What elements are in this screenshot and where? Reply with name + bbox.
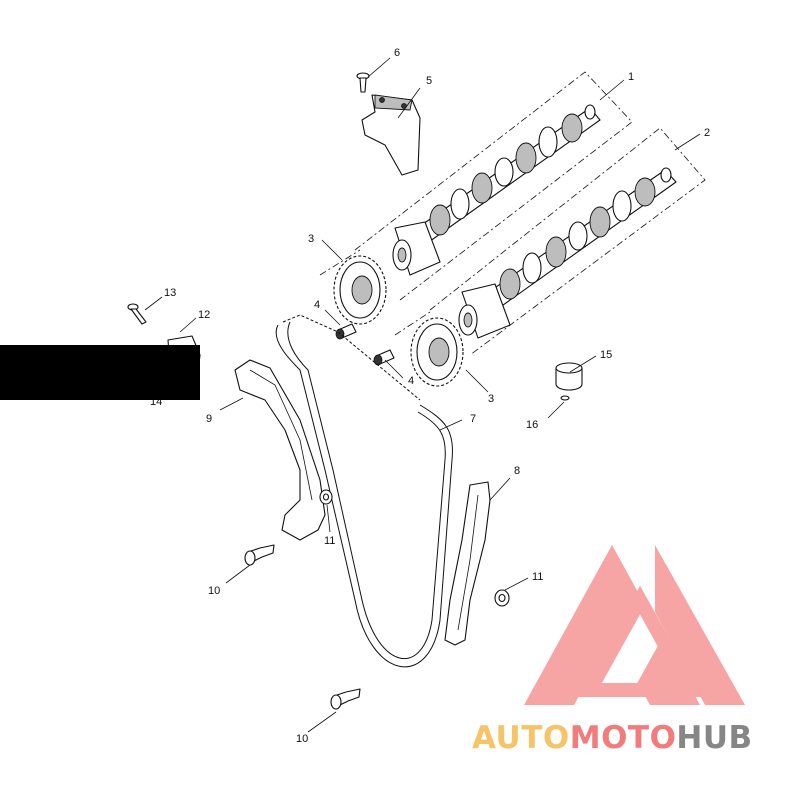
washer-11-left [319, 489, 333, 505]
callout-13: 13 [164, 287, 176, 299]
callout-4-lower: 4 [408, 375, 414, 387]
bolt-4-upper [335, 323, 357, 340]
timing-chain-7 [275, 314, 454, 668]
callout-10-upper: 10 [208, 585, 220, 597]
sprocket-3-lower [410, 317, 464, 387]
watermark-text: AUTOMOTOHUB [472, 720, 753, 756]
bolt-10-upper [244, 544, 275, 566]
callout-3-lower: 3 [488, 393, 494, 405]
callout-11-left: 11 [324, 535, 335, 547]
camshaft-1 [392, 104, 601, 276]
shim-16 [560, 395, 570, 401]
callout-11-right: 11 [532, 571, 543, 583]
callout-4-upper: 4 [314, 299, 320, 311]
watermark-moto: MOTO [570, 720, 677, 756]
callout-16: 16 [526, 419, 538, 431]
bolt-6 [356, 72, 370, 93]
callout-1: 1 [628, 71, 634, 83]
camshaft-centerlines [319, 71, 706, 356]
sprocket-3-upper [333, 255, 387, 325]
chain-guide-9 [234, 359, 326, 541]
bracket-5 [361, 94, 421, 176]
watermark-logo-icon [524, 545, 745, 705]
watermark-auto: AUTO [472, 720, 570, 756]
callout-9: 9 [206, 413, 212, 425]
callout-6: 6 [394, 47, 400, 59]
callout-5: 5 [426, 75, 432, 87]
callout-15: 15 [600, 349, 612, 361]
washer-11-right [494, 589, 510, 607]
chain-guide-8 [444, 481, 491, 646]
camshaft-2 [458, 167, 677, 339]
callout-3-upper: 3 [308, 233, 314, 245]
redaction-block [0, 345, 200, 400]
tappet-15 [555, 362, 583, 391]
bolt-13 [127, 303, 147, 325]
callout-10-lower: 10 [296, 733, 308, 745]
leader-lines [144, 57, 701, 733]
bolt-10-lower [330, 688, 361, 710]
callout-12: 12 [198, 309, 210, 321]
callout-2: 2 [704, 127, 710, 139]
watermark-hub: HUB [676, 720, 752, 756]
callout-7: 7 [470, 413, 476, 425]
bolt-4-lower [373, 349, 395, 366]
callout-8: 8 [514, 465, 520, 477]
